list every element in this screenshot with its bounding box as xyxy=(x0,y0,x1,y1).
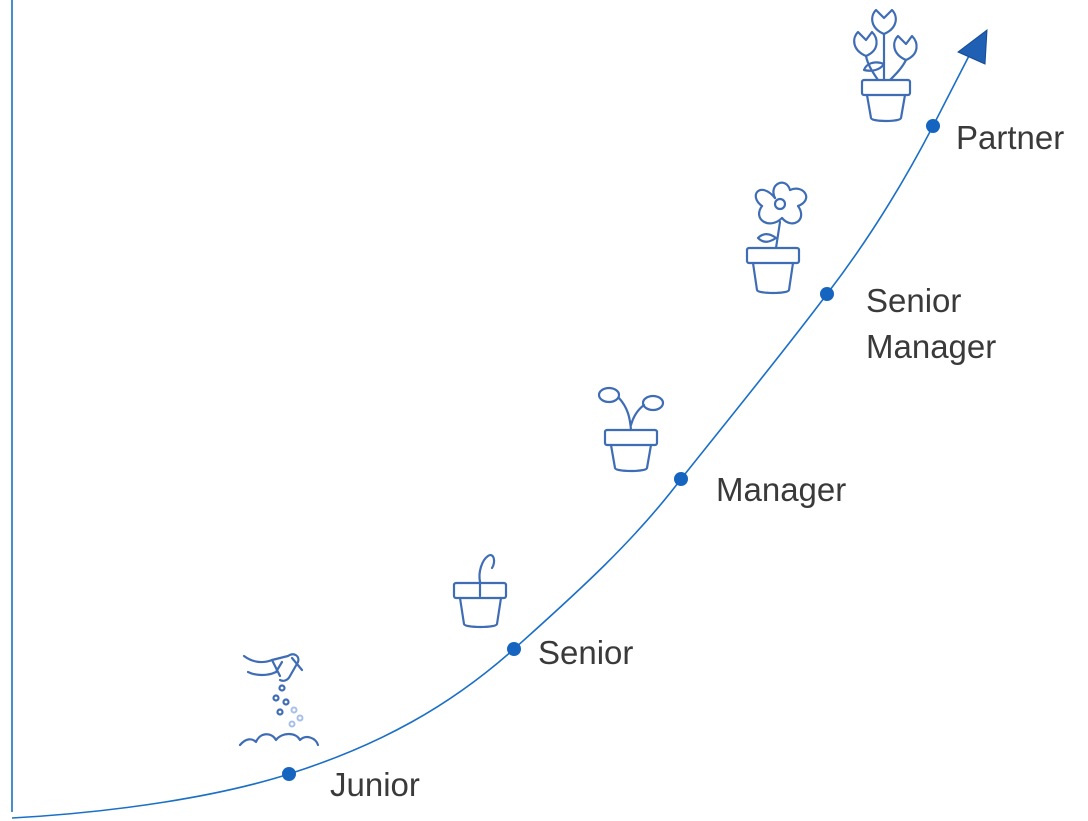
tulips-in-pot-icon xyxy=(853,8,918,123)
milestone-dot-partner xyxy=(926,119,940,133)
milestone-dot-senior xyxy=(507,642,521,656)
milestone-label-junior: Junior xyxy=(330,766,420,803)
seedling-in-pot-icon xyxy=(597,386,665,473)
milestone-dot-senior-manager xyxy=(820,287,834,301)
milestone-label-partner: Partner xyxy=(956,119,1065,156)
milestone-dot-manager xyxy=(674,472,688,486)
milestone-label-senior: Senior xyxy=(538,634,634,671)
flower-in-pot-icon xyxy=(745,181,808,295)
milestone-dot-junior xyxy=(282,767,296,781)
curve-arrowhead xyxy=(957,28,988,65)
seed-sowing-icon xyxy=(238,653,320,747)
sprout-in-pot-icon xyxy=(452,554,508,629)
milestone-label-senior-manager: Senior Manager xyxy=(866,282,997,365)
growth-curve xyxy=(11,49,973,819)
milestone-label-manager: Manager xyxy=(716,471,847,508)
